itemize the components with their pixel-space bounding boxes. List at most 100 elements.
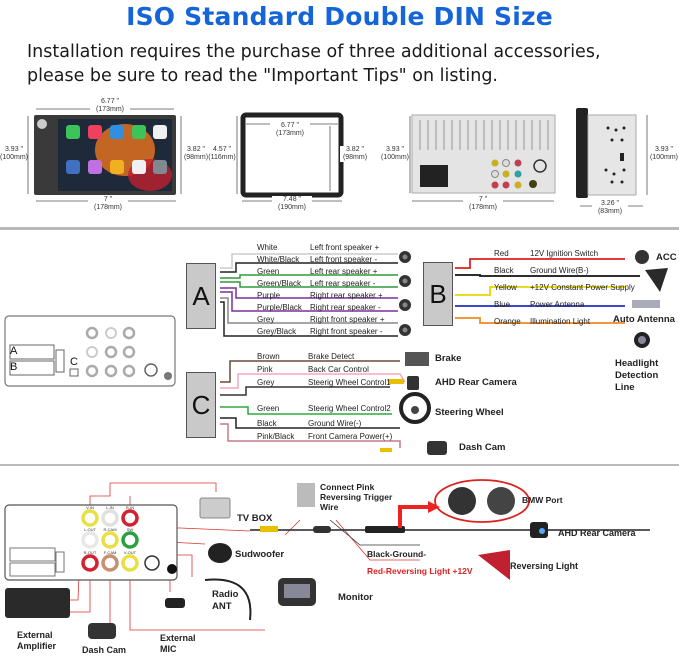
back-width-label: 7 "(178mm) xyxy=(463,196,503,212)
pink-trigger-wire-line-2: Reversing Trigger xyxy=(320,492,393,502)
dash-cam-icon-2 xyxy=(88,623,116,639)
front-height-label: 3.93 "(100mm) xyxy=(0,146,28,162)
frame-inner-width-mm: (173mm) xyxy=(275,130,304,137)
acc-label: ACC xyxy=(656,252,677,263)
external-amplifier-icon xyxy=(5,588,70,618)
wire-a-color-4: Purple xyxy=(257,291,281,300)
brake-label: Brake xyxy=(435,353,462,364)
rear-camera-icon xyxy=(407,376,419,390)
external-amplifier-label-line-2: Amplifier xyxy=(17,641,57,651)
back-width-in: 7 " xyxy=(478,196,488,203)
wire-c-function-4: Ground Wire(-) xyxy=(308,419,362,428)
connector-c-box: C xyxy=(186,372,216,438)
black-ground-label: Black-Ground- xyxy=(367,549,427,559)
steering-wheel-icon xyxy=(399,392,431,424)
pink-wire-icon xyxy=(297,483,315,507)
red-reversing-label: Red-Reversing Light +12V xyxy=(367,566,473,576)
connector-b-box: B xyxy=(423,262,453,326)
auto-antenna-label: Auto Antenna xyxy=(613,314,675,325)
rca-port-v-out xyxy=(121,554,139,572)
headlight-detection-label: Headlight Detection Line xyxy=(615,358,659,393)
subwoofer-icon xyxy=(208,543,232,563)
auto-antenna-icon xyxy=(632,300,660,308)
back-height-in: 3.93 " xyxy=(385,146,405,153)
rca-port-label: V-OUT xyxy=(124,550,137,555)
back-height-mm: (100mm) xyxy=(380,154,409,161)
reversing-light-label: Reversing Light xyxy=(510,561,579,571)
radio-antenna-icon xyxy=(204,578,252,621)
ahd-rear-camera-label-2: AHD Rear Camera xyxy=(558,528,636,538)
wire-black xyxy=(455,274,640,277)
panel-port-c-label: C xyxy=(70,356,78,368)
wire-c-color-3: Green xyxy=(257,404,280,413)
wire-b-color-2: Yellow xyxy=(494,283,517,292)
bmw-port-connector-female xyxy=(487,487,515,515)
rca-port-label: R-IN xyxy=(126,505,134,510)
wire-a-color-5: Purple/Black xyxy=(257,303,302,312)
speaker-icons xyxy=(399,251,411,336)
dash-cam-label: Dash Cam xyxy=(459,442,506,453)
wire-a-function-2: Left rear speaker + xyxy=(310,267,378,276)
bmw-port-label: BMW Port xyxy=(522,495,563,505)
rca-port-label: R-OUT xyxy=(84,550,97,555)
wire-a-color-0: White xyxy=(257,243,278,252)
page-title: ISO Standard Double DIN Size xyxy=(126,2,553,31)
back-height-label: 3.93 "(100mm) xyxy=(380,146,410,162)
rca-port-f-cam xyxy=(101,554,119,572)
rca-port-label: L-IN xyxy=(106,505,114,510)
rca-port-sw xyxy=(121,531,139,549)
front-height-in: 3.93 " xyxy=(4,146,24,153)
frame-width-mm: (190mm) xyxy=(277,204,306,211)
wire-c-color-2: Grey xyxy=(257,378,275,387)
wire-red xyxy=(455,258,625,269)
external-mic-icon xyxy=(165,598,185,608)
brake-icon xyxy=(405,352,429,366)
frame-inner-height-mm: (98mm) xyxy=(342,154,368,161)
frame-width-label: 7.48 "(190mm) xyxy=(272,196,312,212)
wire-a-function-4: Right rear speaker + xyxy=(310,291,383,300)
head-unit-back-panel xyxy=(4,315,176,387)
wire-a-function-7: Right front speaker - xyxy=(310,327,383,336)
front-unit-image xyxy=(34,115,176,195)
side-depth-mm: (83mm) xyxy=(597,208,623,215)
external-amplifier-label-line-1: External xyxy=(17,630,53,640)
wire-a-function-3: Left rear speaker - xyxy=(310,279,376,288)
wire-grey-c xyxy=(220,386,390,396)
panel-port-b-label: B xyxy=(10,361,18,373)
wire-a-color-1: White/Black xyxy=(257,255,300,264)
frame-inner-height-label: 3.82 "(98mm) xyxy=(340,146,370,162)
wire-b-function-4: Illumination Light xyxy=(530,317,591,326)
ahd-rear-camera-icon xyxy=(530,522,548,538)
pink-trigger-wire-line-1: Connect Pink xyxy=(320,482,375,492)
wire-b-color-0: Red xyxy=(494,249,509,258)
wire-brown xyxy=(220,360,400,383)
rca-port-label: V-IN xyxy=(86,505,94,510)
installation-note: Installation requires the purchase of th… xyxy=(27,40,601,88)
wire-c-function-0: Brake Detect xyxy=(308,352,355,361)
wire-a-function-5: Right rear speaker - xyxy=(310,303,381,312)
wire-c-color-5: Pink/Black xyxy=(257,432,295,441)
frame-inner-height-in: 3.82 " xyxy=(345,146,365,153)
antenna-port xyxy=(144,555,160,571)
rca-plug-icon xyxy=(380,448,392,452)
wire-green-c xyxy=(220,406,392,415)
wire-white xyxy=(220,253,398,269)
wire-pink xyxy=(220,373,406,389)
wiring-diagram xyxy=(4,250,668,455)
wire-c-function-5: Front Camera Power(+) xyxy=(308,432,393,441)
rca-port-label: L-OUT xyxy=(84,527,97,532)
wire-a-function-0: Left front speaker + xyxy=(310,243,380,252)
front-width-label: 6.77 "(173mm) xyxy=(90,98,130,114)
rca-port-r-cam xyxy=(101,531,119,549)
wire-green xyxy=(220,274,398,279)
front-height-mm: (100mm) xyxy=(0,154,29,161)
monitor-label: Monitor xyxy=(338,592,373,603)
wire-c-color-1: Pink xyxy=(257,365,273,374)
subwoofer-label: Sudwoofer xyxy=(235,549,285,560)
rca-port-r-in xyxy=(121,509,139,527)
rca-port-label: SW xyxy=(127,527,134,532)
pink-trigger-wire-line-3: Wire xyxy=(320,502,339,512)
dash-cam-label-2: Dash Cam xyxy=(82,645,127,655)
